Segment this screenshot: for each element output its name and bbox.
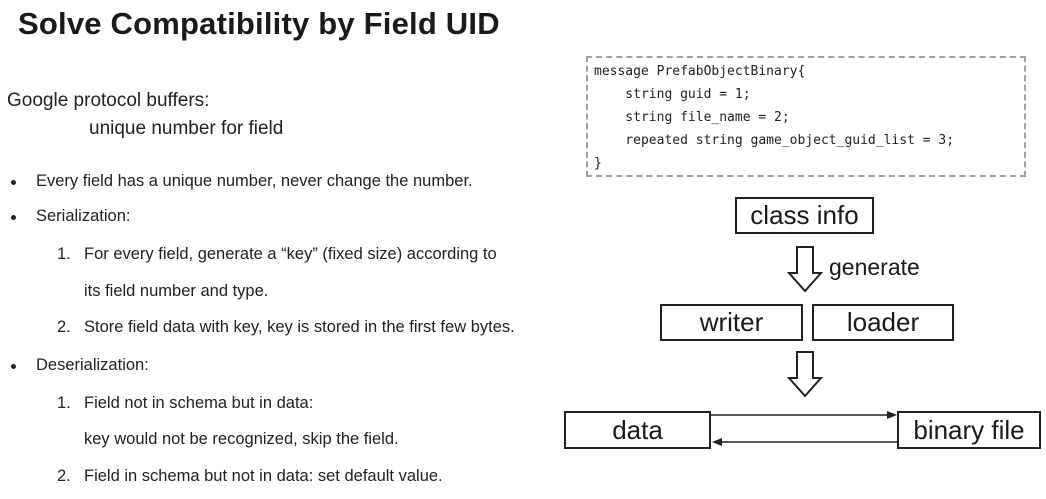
data-flow-arrows bbox=[711, 411, 897, 446]
bullet-dot bbox=[11, 180, 16, 185]
step-number: 1. bbox=[57, 394, 71, 412]
arrowhead-icon bbox=[712, 438, 722, 446]
down-arrow-icon bbox=[786, 351, 824, 398]
loader-label: loader bbox=[846, 307, 920, 337]
deserialization-step-2: Field in schema but not in data: set def… bbox=[84, 467, 443, 485]
bullet-unique-number: Every field has a unique number, never c… bbox=[36, 172, 473, 190]
writer-label: writer bbox=[699, 307, 764, 337]
down-arrow-icon bbox=[786, 246, 824, 293]
deserialization-step-1: Field not in schema but in data: bbox=[84, 394, 314, 412]
code-line: string guid = 1; bbox=[594, 87, 751, 102]
serialization-step-1: For every field, generate a “key” (fixed… bbox=[84, 245, 497, 263]
bullet-serialization: Serialization: bbox=[36, 207, 131, 225]
bullet-dot bbox=[11, 215, 16, 220]
arrowhead-icon bbox=[887, 411, 897, 419]
binary-file-box: binary file bbox=[897, 411, 1041, 449]
binary-file-label: binary file bbox=[913, 414, 1025, 445]
deserialization-step-1-cont: key would not be recognized, skip the fi… bbox=[84, 430, 399, 448]
code-snippet-box bbox=[586, 56, 1026, 177]
code-line: repeated string game_object_guid_list = … bbox=[594, 133, 955, 148]
bullet-dot bbox=[11, 364, 16, 369]
code-line: string file_name = 2; bbox=[594, 110, 790, 125]
data-label: data bbox=[612, 414, 663, 445]
loader-box: loader bbox=[812, 304, 954, 341]
data-box: data bbox=[564, 411, 711, 449]
bullet-deserialization: Deserialization: bbox=[36, 356, 149, 374]
step-number: 2. bbox=[57, 467, 71, 485]
intro-subheading: unique number for field bbox=[89, 118, 284, 139]
page-title: Solve Compatibility by Field UID bbox=[18, 6, 500, 41]
serialization-step-1-cont: its field number and type. bbox=[84, 282, 269, 300]
code-line: } bbox=[594, 156, 602, 171]
class-info-label: class info bbox=[750, 200, 859, 230]
step-number: 2. bbox=[57, 318, 71, 336]
step-number: 1. bbox=[57, 245, 71, 263]
writer-box: writer bbox=[660, 304, 803, 341]
class-info-box: class info bbox=[735, 197, 874, 234]
generate-label: generate bbox=[829, 254, 920, 280]
intro-heading: Google protocol buffers: bbox=[7, 90, 210, 111]
serialization-step-2: Store field data with key, key is stored… bbox=[84, 318, 515, 336]
code-line: message PrefabObjectBinary{ bbox=[594, 64, 806, 79]
